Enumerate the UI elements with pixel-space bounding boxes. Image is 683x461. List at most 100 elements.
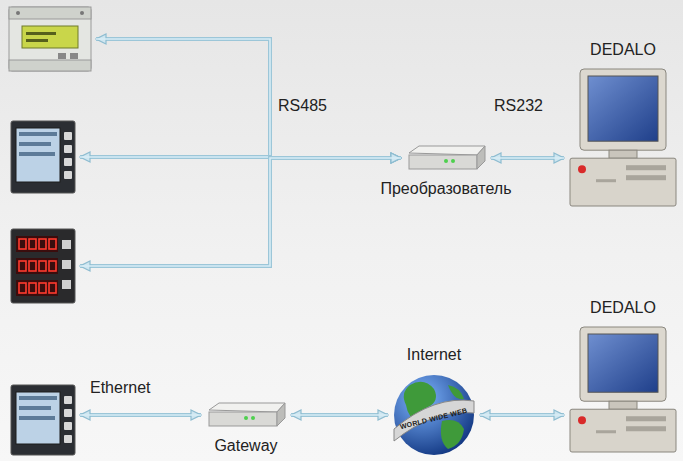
icon-shape [570, 158, 676, 206]
icon-shape [394, 400, 474, 441]
icon-shape [64, 145, 72, 153]
link-outline [80, 158, 401, 266]
icon-shape [451, 159, 455, 163]
icon-shape [16, 11, 20, 15]
icon-shape [409, 146, 485, 155]
icon-shape [29, 239, 36, 249]
icon-shape [19, 396, 57, 400]
icon-shape [62, 260, 71, 269]
icon-shape [16, 392, 60, 444]
network-device [10, 384, 76, 456]
device-label: DEDALO [590, 40, 656, 60]
din-meter-icon [8, 6, 92, 72]
icon-shape [64, 396, 72, 404]
led-meter-icon [10, 228, 76, 304]
icon-shape [64, 171, 72, 179]
icon-shape [441, 420, 464, 449]
icon-shape [19, 283, 26, 293]
icon-shape [580, 69, 666, 150]
icon-shape [16, 236, 58, 252]
icon-shape [11, 229, 75, 303]
icon-shape [16, 258, 58, 274]
icon-shape [29, 261, 36, 271]
device-label: Internet [407, 345, 461, 365]
network-device: DEDALO [568, 68, 678, 208]
icon-shape [19, 239, 26, 249]
link-outline [491, 156, 564, 160]
icon-shape [19, 132, 57, 136]
icon-shape [49, 239, 56, 249]
device-label: DEDALO [590, 298, 656, 318]
icon-shape [570, 409, 676, 452]
network-device: DEDALO [568, 326, 678, 454]
device-label: Преобразователь [380, 179, 511, 199]
icon-shape [626, 165, 666, 170]
link-core [96, 39, 401, 158]
icon-shape [409, 155, 477, 169]
icon-shape [39, 261, 46, 271]
link-core [291, 414, 388, 416]
icon-shape [11, 385, 75, 455]
icon-shape [596, 430, 616, 433]
link-arrow [480, 415, 564, 416]
link-arrow [80, 158, 401, 266]
icon-shape [49, 283, 56, 293]
icon-shape [9, 7, 91, 71]
icon-shape [578, 165, 586, 173]
icon-shape [448, 385, 464, 399]
icon-shape [626, 426, 666, 431]
icon-shape [62, 240, 71, 249]
icon-shape [16, 128, 60, 182]
icon-shape [70, 53, 78, 59]
link-outline [80, 413, 201, 417]
link-arrow [291, 415, 388, 416]
icon-shape [209, 403, 285, 412]
icon-shape [29, 283, 36, 293]
link-outline [291, 413, 388, 417]
icon-shape [49, 261, 56, 271]
icon-shape [64, 132, 72, 140]
icon-shape [588, 334, 658, 392]
icon-shape [26, 39, 48, 42]
computer-icon [568, 68, 678, 208]
icon-shape [394, 375, 474, 455]
network-device [10, 228, 76, 304]
icon-shape [19, 142, 51, 146]
icon-shape [251, 416, 255, 420]
link-label: Ethernet [90, 378, 150, 398]
icon-shape [244, 416, 248, 420]
network-device: Gateway [205, 402, 287, 428]
icon-shape [19, 152, 55, 156]
icon-shape [80, 11, 84, 15]
icon-shape [39, 239, 46, 249]
icon-shape [626, 175, 666, 180]
icon-shape [22, 26, 78, 48]
link-outline [480, 413, 564, 417]
link-core [491, 157, 564, 159]
icon-shape [58, 53, 66, 59]
icon-shape [19, 261, 26, 271]
icon-shape [580, 327, 666, 401]
link-arrow [491, 158, 564, 159]
network-device [8, 6, 92, 72]
link-core [80, 158, 401, 266]
gateway-icon [205, 402, 287, 428]
link-core [80, 414, 201, 416]
icon-shape [64, 409, 72, 417]
device-label: Gateway [214, 436, 277, 456]
icon-shape [16, 280, 58, 296]
icon-shape [609, 401, 637, 409]
icon-shape [277, 403, 285, 426]
icon-shape [477, 146, 485, 169]
icon-shape [209, 412, 277, 426]
icon-shape [596, 179, 616, 182]
icon-shape [19, 416, 55, 420]
icon-shape [64, 435, 72, 443]
icon-shape [9, 7, 91, 19]
link-core [480, 414, 564, 416]
computer-icon [568, 326, 678, 454]
network-device [10, 120, 76, 194]
link-arrow [80, 415, 201, 416]
panel-meter-icon [10, 120, 76, 194]
